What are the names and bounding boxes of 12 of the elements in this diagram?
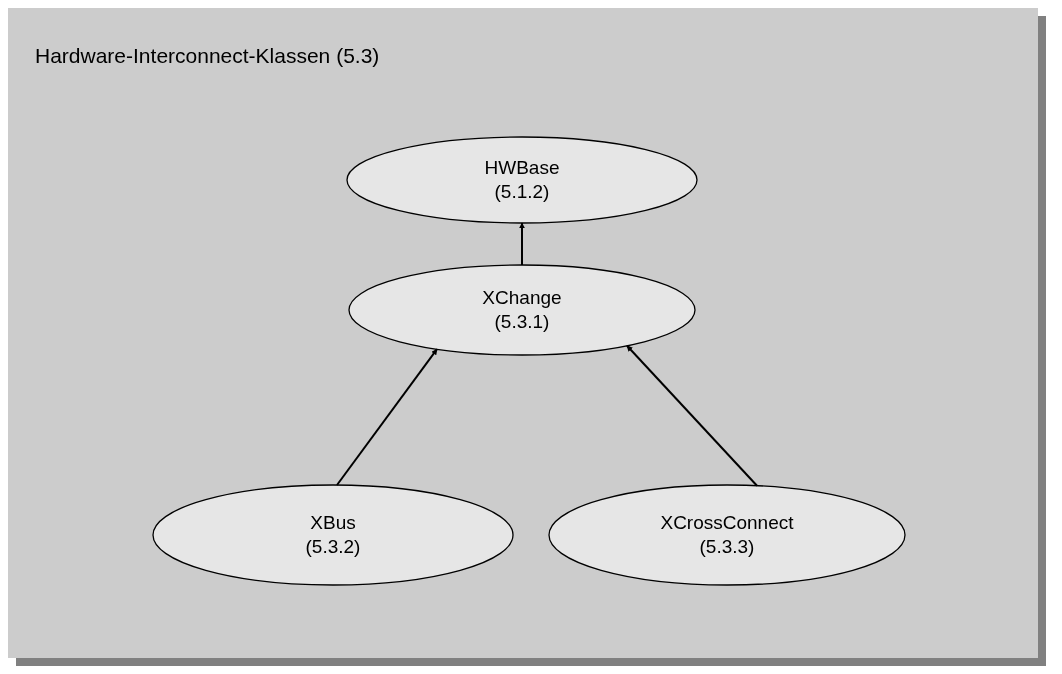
class-name: XBus <box>310 511 356 535</box>
arrow <box>626 344 758 487</box>
section-number: (5.1.2) <box>494 180 550 204</box>
section-number: (5.3.1) <box>494 310 550 334</box>
class-name: XChange <box>482 286 562 310</box>
arrow <box>519 222 525 266</box>
section-number: (5.3.3) <box>699 535 755 559</box>
arrow <box>336 348 438 486</box>
class-name: HWBase <box>484 156 560 180</box>
diagram-title: Hardware-Interconnect-Klassen (5.3) <box>35 43 380 69</box>
class-name: XCrossConnect <box>660 511 794 535</box>
section-number: (5.3.2) <box>305 535 361 559</box>
